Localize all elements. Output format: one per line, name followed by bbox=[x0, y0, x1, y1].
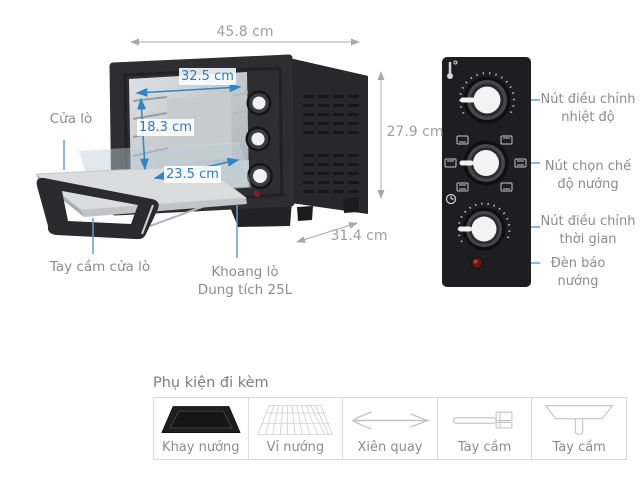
heating-mode-icons bbox=[444, 135, 527, 192]
accessory-label: Tay cầm bbox=[457, 440, 512, 455]
accessory-cell-tray-handle: Tay cầm bbox=[531, 398, 626, 459]
indicator-label: Đèn báo nướng bbox=[550, 256, 606, 290]
front-knob-timer bbox=[247, 163, 273, 189]
thermometer-icon bbox=[447, 60, 458, 79]
door-slab-front-edge bbox=[81, 198, 247, 217]
accessory-label: Xiên quay bbox=[357, 440, 423, 455]
accessories-heading: Phụ kiện đi kèm bbox=[153, 375, 269, 391]
dimension-lines bbox=[130, 38, 385, 243]
cavity-label-line2: Dung tích 25L bbox=[197, 282, 293, 298]
mode-knob bbox=[444, 135, 527, 192]
timer-knob bbox=[457, 202, 511, 251]
accessory-cell-baking-tray: Khay nướng bbox=[154, 398, 248, 459]
accessory-label: Khay nướng bbox=[162, 440, 240, 455]
door-handle bbox=[36, 177, 159, 240]
oven-cavity-backwall bbox=[167, 94, 232, 165]
dim-height-label: 27.9 cm bbox=[386, 124, 444, 140]
temp-knob-label: Nút điều chỉnh nhiệt độ bbox=[540, 92, 636, 126]
front-knobs bbox=[245, 90, 273, 197]
door-handle-accent bbox=[141, 204, 154, 235]
dim-width-label: 45.8 cm bbox=[216, 24, 274, 40]
temperature-knob bbox=[459, 72, 515, 124]
accessory-cell-grill-rack: Vỉ nướng bbox=[247, 398, 343, 459]
accessory-cell-rotisserie-spit: Xiên quay bbox=[342, 398, 437, 459]
baking-tray-icon bbox=[161, 406, 241, 434]
control-panel bbox=[442, 57, 531, 287]
accessory-cell-skewer-handle: Tay cầm bbox=[436, 398, 532, 459]
cavity-height-label: 18.3 cm bbox=[137, 119, 194, 136]
front-indicator-light bbox=[254, 191, 260, 197]
indicator-light-icon bbox=[470, 256, 484, 270]
oven-foot bbox=[343, 197, 359, 213]
accessory-label: Tay cầm bbox=[552, 440, 606, 455]
clock-icon bbox=[445, 193, 457, 205]
skewer-handle-icon bbox=[452, 411, 513, 429]
cavity-dim-width bbox=[135, 83, 242, 97]
front-knob-temp bbox=[246, 90, 272, 116]
door-label: Cửa lò bbox=[49, 111, 93, 127]
cavity-width-label: 32.5 cm bbox=[179, 68, 236, 85]
oven-illustration bbox=[35, 54, 368, 240]
rotisserie-spit-icon bbox=[351, 411, 431, 430]
oven-foot bbox=[297, 206, 313, 221]
mode-knob-label: Nút chọn chế độ nướng bbox=[544, 159, 632, 193]
timer-knob-label: Nút điều chỉnh thời gian bbox=[540, 214, 636, 248]
grill-rack-icon bbox=[257, 405, 334, 435]
accessory-label: Vỉ nướng bbox=[266, 440, 325, 455]
cavity-label-line1: Khoang lò bbox=[211, 264, 279, 280]
dim-depth-label: 31.4 cm bbox=[330, 228, 388, 244]
accessories-table: Khay nướng Vỉ nướng Xiên quay bbox=[153, 397, 627, 460]
door-handle-label: Tay cầm cửa lò bbox=[49, 259, 151, 275]
tray-handle-icon bbox=[544, 405, 614, 436]
vent-slots-icon bbox=[303, 95, 359, 193]
front-knob-mode bbox=[245, 126, 271, 152]
cavity-depth-label: 23.5 cm bbox=[164, 166, 221, 183]
dim-line-depth bbox=[296, 222, 358, 243]
